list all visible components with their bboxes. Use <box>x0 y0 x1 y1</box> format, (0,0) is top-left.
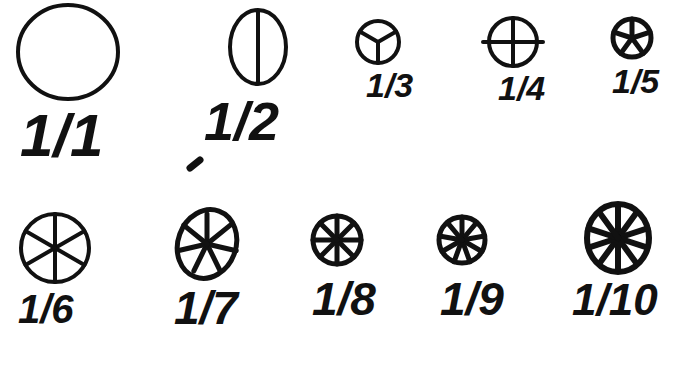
sevenths-circle <box>168 201 246 287</box>
sixths-circle <box>21 214 89 282</box>
whole-circle <box>18 5 118 99</box>
tenths-circle <box>587 204 649 272</box>
fraction-label: 1/3 <box>366 68 413 102</box>
fraction-label: 1/9 <box>440 276 504 322</box>
quarters-circle <box>483 18 543 66</box>
fraction-label: 1/2 <box>204 94 279 148</box>
fifths-circle <box>613 19 651 57</box>
fraction-label: 1/6 <box>18 289 74 329</box>
fraction-label: 1/7 <box>174 285 238 331</box>
fraction-label: 1/5 <box>612 64 659 98</box>
fraction-label: 1/8 <box>312 276 376 322</box>
halves-circle <box>230 10 286 84</box>
scribble-mark <box>190 160 200 168</box>
fraction-label: 1/4 <box>498 71 545 105</box>
eighths-circle <box>313 216 361 264</box>
thirds-circle <box>357 21 399 63</box>
fraction-label: 1/1 <box>20 106 103 166</box>
ninths-circle <box>439 217 485 263</box>
fraction-label: 1/10 <box>572 278 658 322</box>
